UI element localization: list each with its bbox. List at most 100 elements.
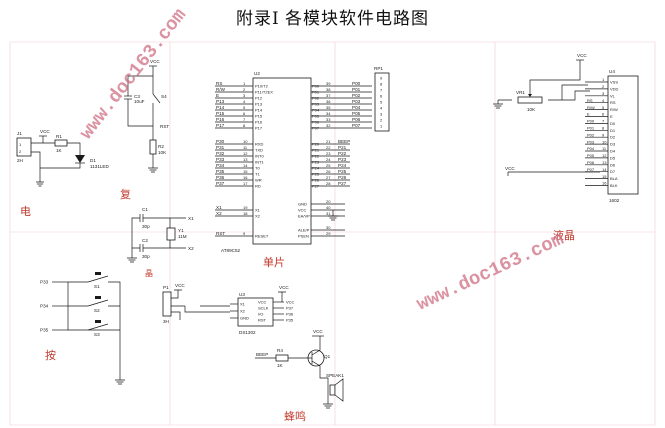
rtc-right-pin: RST xyxy=(258,318,267,323)
key-cap-icon xyxy=(95,272,101,275)
lcd-pin-name: D2 xyxy=(610,135,616,140)
mcu-port0-net: P00 xyxy=(352,81,361,86)
rtc-right-pin: VCC xyxy=(258,300,267,305)
mcu-port0-num: 39 xyxy=(326,81,331,86)
mcu-port3-pin: INT0 xyxy=(255,154,264,159)
power-connector-part: 2H xyxy=(17,158,23,163)
crystal-icon xyxy=(166,227,176,241)
buzzer-net-label: BEEP xyxy=(256,352,268,357)
crystal-c1-ref: C1 xyxy=(142,207,148,212)
mcu-port0-net: P06 xyxy=(352,117,361,122)
mcu-ground-icon xyxy=(328,210,338,221)
mcu-port2-num: 22 xyxy=(326,145,331,150)
mcu-port2-net: P24 xyxy=(338,163,347,168)
crystal-c2-ref: C2 xyxy=(142,238,148,243)
mcu-port3-net: P36 xyxy=(216,175,225,180)
svg-text:1: 1 xyxy=(19,142,22,147)
mcu-port0-pin: P00 xyxy=(312,84,320,89)
mcu-xtal-net: X2 xyxy=(216,211,222,216)
crystal-net1: X1 xyxy=(188,216,194,221)
buzzer-ground-icon xyxy=(323,395,333,409)
lcd-pin-num: 15 xyxy=(602,174,607,179)
key-switch-ref: S2 xyxy=(94,308,100,313)
lcd-pin-num: 8 xyxy=(602,126,605,131)
mcu-port2-num: 27 xyxy=(326,175,331,180)
crystal-ref: Y1 xyxy=(178,228,184,233)
rtc-right-net: P37 xyxy=(286,306,294,311)
lcd-pin-name: D0 xyxy=(610,121,616,126)
key-net-label: P33 xyxy=(40,280,49,285)
mcu-port3-pin: RD xyxy=(255,184,261,189)
watermark-1: www.doc163.com xyxy=(75,4,191,143)
mcu-power-num: 29 xyxy=(326,231,331,236)
speaker-icon xyxy=(334,378,344,402)
power-ground-icon xyxy=(36,181,44,187)
crystal-circuit: C1 30p C2 30p Y1 11M X1 X2 晶 xyxy=(127,207,194,278)
mcu-port2-num: 28 xyxy=(326,181,331,186)
mcu-port3-net: P32 xyxy=(216,151,225,156)
mcu-port3-num: 10 xyxy=(243,139,248,144)
lcd-pin-net: E xyxy=(587,112,590,117)
mcu-reset-pin-label: RESET xyxy=(255,234,269,239)
mcu-left-net: P13 xyxy=(216,99,225,104)
mcu-power-pin: ALE/P xyxy=(298,228,310,233)
reset-circuit: VCC C3 10uF S4 R2 10K RST 复 xyxy=(120,59,169,201)
mcu-port3-num: 13 xyxy=(243,157,248,162)
mcu-port3-num: 12 xyxy=(243,151,248,156)
lcd-pin-num: 11 xyxy=(602,146,607,151)
mcu-left-num: 5 xyxy=(243,105,246,110)
buzzer-vcc-label: VCC xyxy=(313,329,323,334)
rtc-left-pin: GND xyxy=(240,316,249,321)
lcd-pin-num: 10 xyxy=(602,139,607,144)
lcd-pin-name: D5 xyxy=(610,155,616,160)
section-label-power: 电 xyxy=(20,205,31,218)
mcu-left-pin: P17 xyxy=(255,126,263,131)
mcu-reset-net: RST xyxy=(216,231,225,236)
crystal-c2-value: 30p xyxy=(142,254,150,259)
mcu-left-num: 8 xyxy=(243,123,246,128)
lcd-pin-name: D1 xyxy=(610,128,616,133)
mcu-port3-net: P35 xyxy=(216,169,225,174)
led-value: 1131LED xyxy=(90,164,109,169)
mcu-part: AT89C52 xyxy=(221,248,241,253)
resistor-pack-ref: RP1 xyxy=(374,66,383,71)
section-label-lcd: 液晶 xyxy=(553,228,575,242)
lcd-pin-name: D7 xyxy=(610,169,616,174)
mcu-xtal-num: 18 xyxy=(243,211,248,216)
mcu-left-num: 3 xyxy=(243,93,246,98)
led-diode-icon xyxy=(75,155,85,163)
mcu-port3-num: 17 xyxy=(243,181,248,186)
rtc-connector-ref: P1 xyxy=(163,285,169,290)
lcd-pin-net: P04 xyxy=(587,146,595,151)
key-switch-ref: S3 xyxy=(94,332,100,337)
mcu-port2-net: P26 xyxy=(338,175,347,180)
lcd-pin-num: 7 xyxy=(602,119,605,124)
lcd-pin-net: P05 xyxy=(587,153,595,158)
crystal-ground-icon xyxy=(127,257,137,263)
led-ref: D1 xyxy=(90,158,96,163)
mcu-port3-net: P31 xyxy=(216,145,225,150)
buzzer-resistor-value: 1K xyxy=(277,363,284,368)
mcu-port2-pin: P23 xyxy=(312,160,320,165)
mcu-port3-num: 11 xyxy=(243,145,248,150)
rtc-right-net: P35 xyxy=(286,318,294,323)
power-vcc-label: VCC xyxy=(40,129,50,134)
mcu-port0-num: 36 xyxy=(326,99,331,104)
lcd-pin-num: 14 xyxy=(602,167,607,172)
resistor-pack-pin: 8 xyxy=(380,82,383,87)
lcd-vcc-label: VCC xyxy=(577,53,587,58)
mcu-xtal-net: X1 xyxy=(216,205,222,210)
mcu-port0-pin: P07 xyxy=(312,126,320,131)
power-resistor-value: 1K xyxy=(56,148,63,153)
mcu-port0-num: 32 xyxy=(326,123,331,128)
mcu-port3-pin: TXD xyxy=(255,148,263,153)
rtc-part: DS1302 xyxy=(239,330,256,335)
mcu-left-num: 7 xyxy=(243,117,246,122)
mcu-left-net: P14 xyxy=(216,105,225,110)
mcu-left-pin: P13 xyxy=(255,102,263,107)
resistor-pack-pin: 5 xyxy=(380,100,383,105)
